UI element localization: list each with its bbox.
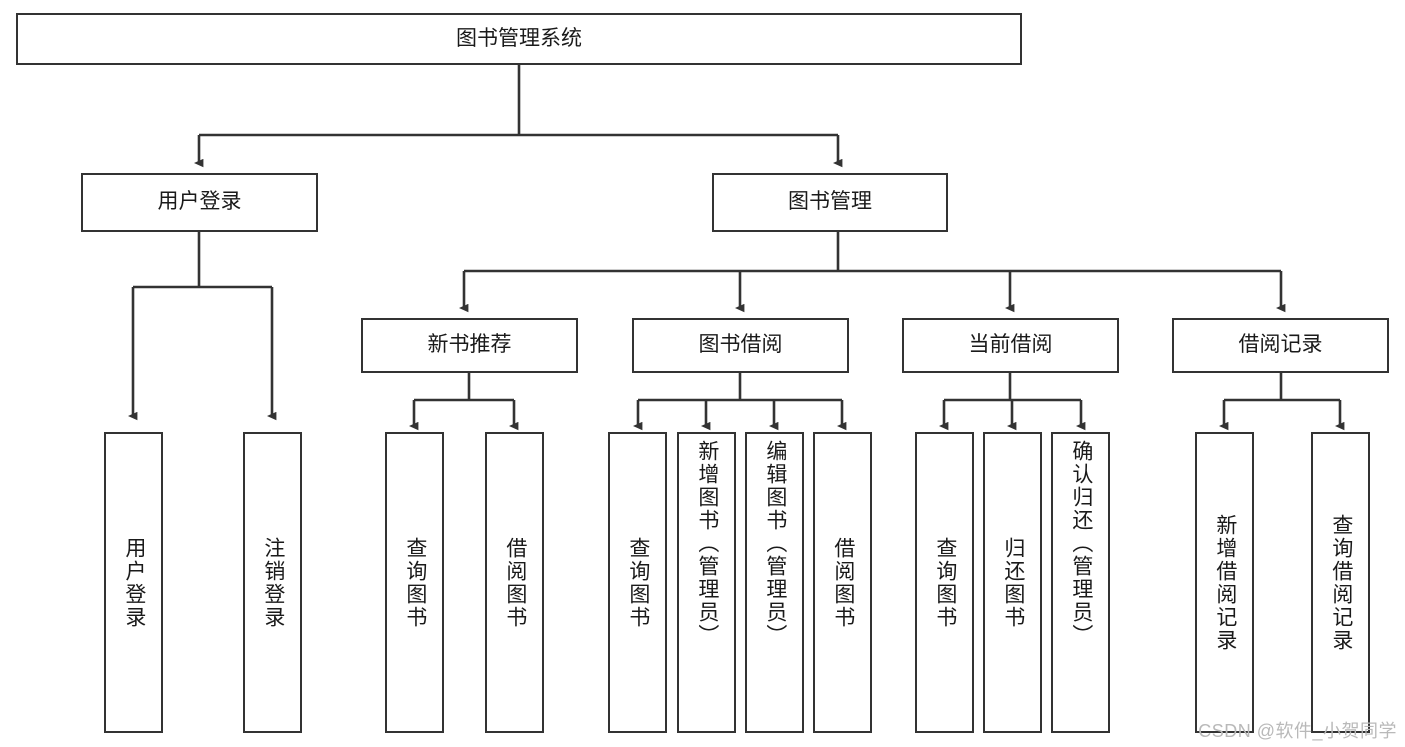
node-label: 注销登录 — [261, 536, 285, 629]
node-label: 借阅图书 — [503, 536, 527, 629]
leaf-return-book[interactable]: 归还图书 — [983, 432, 1042, 733]
leaf-query-book-rec[interactable]: 查询图书 — [385, 432, 444, 733]
node-label: 当前借阅 — [968, 333, 1053, 357]
node-label: 用户登录 — [157, 190, 242, 214]
node-borrow-record[interactable]: 借阅记录 — [1172, 318, 1389, 373]
watermark-text: CSDN @软件_小贺同学 — [1198, 721, 1397, 741]
node-label: 图书管理系统 — [456, 26, 582, 50]
node-new-book-rec[interactable]: 新书推荐 — [361, 318, 578, 373]
node-label: 查询借阅记录 — [1329, 513, 1353, 652]
leaf-confirm-return-admin[interactable]: 确认归还（管理员） — [1051, 432, 1110, 733]
node-book-manage[interactable]: 图书管理 — [712, 173, 948, 232]
node-label: 新增借阅记录 — [1213, 513, 1237, 652]
node-label: 新书推荐 — [427, 333, 512, 357]
node-book-borrow[interactable]: 图书借阅 — [632, 318, 849, 373]
leaf-borrow-book[interactable]: 借阅图书 — [813, 432, 872, 733]
leaf-borrow-book-rec[interactable]: 借阅图书 — [485, 432, 544, 733]
node-label: 确认归还（管理员） — [1069, 440, 1093, 647]
leaf-edit-book-admin[interactable]: 编辑图书（管理员） — [745, 432, 804, 733]
node-label: 查询图书 — [403, 536, 427, 629]
leaf-query-borrow-record[interactable]: 查询借阅记录 — [1311, 432, 1370, 733]
node-label: 用户登录 — [122, 536, 146, 629]
leaf-user-login[interactable]: 用户登录 — [104, 432, 163, 733]
node-current-borrow[interactable]: 当前借阅 — [902, 318, 1119, 373]
leaf-query-book-borrow[interactable]: 查询图书 — [608, 432, 667, 733]
node-label: 编辑图书（管理员） — [763, 440, 787, 647]
leaf-add-book-admin[interactable]: 新增图书（管理员） — [677, 432, 736, 733]
node-label: 图书借阅 — [698, 333, 783, 357]
node-user-login[interactable]: 用户登录 — [81, 173, 318, 232]
node-root-system[interactable]: 图书管理系统 — [16, 13, 1022, 65]
node-label: 查询图书 — [933, 536, 957, 629]
node-label: 借阅记录 — [1238, 333, 1323, 357]
node-label: 查询图书 — [626, 536, 650, 629]
node-label: 新增图书（管理员） — [695, 440, 719, 647]
node-label: 图书管理 — [788, 190, 872, 214]
leaf-query-book-current[interactable]: 查询图书 — [915, 432, 974, 733]
leaf-add-borrow-record[interactable]: 新增借阅记录 — [1195, 432, 1254, 733]
node-label: 归还图书 — [1001, 536, 1025, 629]
node-label: 借阅图书 — [831, 536, 855, 629]
leaf-logout-login[interactable]: 注销登录 — [243, 432, 302, 733]
